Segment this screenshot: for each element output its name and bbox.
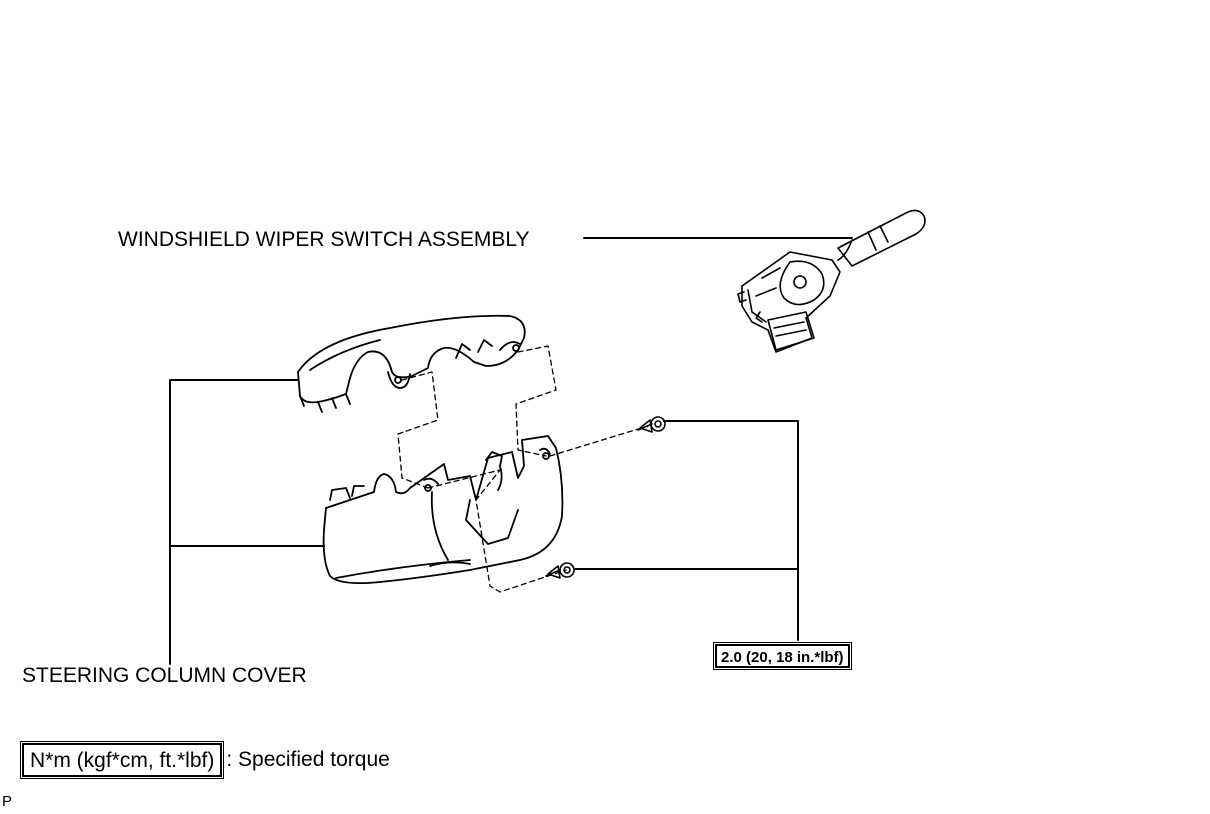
lower-column-cover: [322, 435, 564, 585]
leader-screw-upper: [663, 420, 799, 641]
page-mark: P: [2, 793, 13, 810]
screw-upper: [637, 416, 666, 433]
legend-description: : Specified torque: [226, 748, 390, 771]
leader-column-cover: [169, 379, 299, 665]
column-cover-label: STEERING COLUMN COVER: [22, 664, 307, 687]
legend-unit-box: N*m (kgf*cm, ft.*lbf): [19, 741, 225, 779]
screw-lower: [545, 562, 575, 579]
leader-lines: [169, 237, 853, 665]
alignment-lines: [397, 345, 649, 593]
wiper-switch-label: WINDSHIELD WIPER SWITCH ASSEMBLY: [118, 228, 530, 251]
torque-legend: N*m (kgf*cm, ft.*lbf) : Specified torque: [19, 741, 390, 779]
upper-column-cover: [297, 314, 526, 413]
torque-spec-box: 2.0 (20, 18 in.*lbf): [713, 642, 852, 670]
wiper-switch-part: [737, 209, 926, 353]
